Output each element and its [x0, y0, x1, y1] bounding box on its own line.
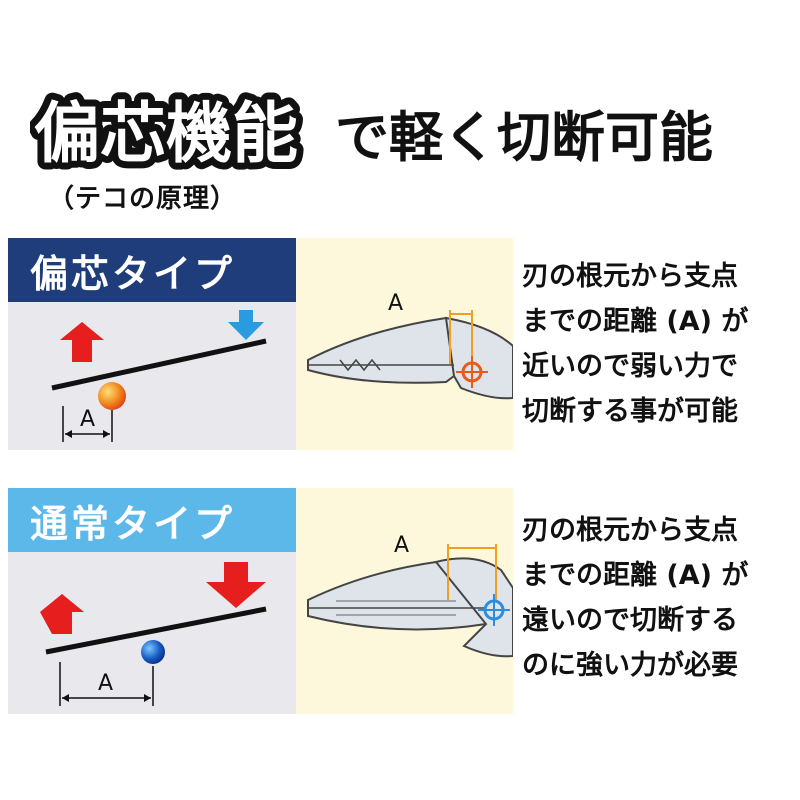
subtitle: （テコの原理） — [48, 184, 238, 214]
description-line: 遠いので切断する — [522, 605, 738, 636]
fulcrum-ball-icon — [98, 382, 126, 410]
up-arrow-icon — [60, 322, 104, 362]
description-line: までの距離 (A) が — [522, 306, 749, 337]
description-line: 近いので弱い力で — [522, 351, 738, 382]
dimension-label: A — [80, 407, 95, 432]
eccentric-type-label: 偏芯タイプ — [8, 238, 296, 302]
fulcrum-ball-icon — [141, 640, 165, 664]
lever-bar — [51, 338, 267, 391]
lever-diagram-area: 偏芯タイプ A — [8, 238, 296, 450]
eccentric-type-panel: 偏芯タイプ A — [8, 238, 513, 450]
headline-emphasis: 偏芯機能 — [34, 95, 298, 172]
plier-dimension-label: A — [394, 533, 409, 558]
normal-type-label: 通常タイプ — [8, 488, 296, 552]
plier-diagram: A — [307, 533, 513, 658]
plier-dimension-label: A — [388, 291, 403, 316]
normal-description: 刃の根元から支点 までの距離 (A) が 遠いので切断する のに強い力が必要 — [522, 508, 792, 688]
headline-graphic: 偏芯機能 で軽く切断可能 — [30, 88, 713, 178]
down-arrow-icon — [206, 562, 266, 608]
dimension-label: A — [98, 671, 113, 696]
lever-diagram-area: 通常タイプ A — [8, 488, 296, 714]
description-line: までの距離 (A) が — [522, 560, 749, 591]
plier-diagram: A — [307, 291, 513, 400]
headline-rest: で軽く切断可能 — [335, 106, 713, 169]
down-arrow-icon — [228, 310, 264, 340]
headline: 偏芯機能 で軽く切断可能 — [30, 88, 790, 178]
eccentric-description: 刃の根元から支点 までの距離 (A) が 近いので弱い力で 切断する事が可能 — [522, 254, 792, 434]
up-arrow-icon — [40, 594, 84, 634]
lever-diagram: A — [40, 562, 267, 706]
normal-type-panel: 通常タイプ A — [8, 488, 513, 714]
plier-diagram-area: A — [296, 488, 513, 714]
description-line: 刃の根元から支点 — [522, 515, 738, 546]
description-line: 刃の根元から支点 — [522, 261, 738, 292]
description-line: 切断する事が可能 — [522, 396, 738, 427]
description-line: のに強い力が必要 — [522, 650, 738, 681]
plier-diagram-area: A — [296, 238, 513, 450]
lever-diagram: A — [51, 310, 267, 442]
lever-bar — [45, 606, 267, 655]
